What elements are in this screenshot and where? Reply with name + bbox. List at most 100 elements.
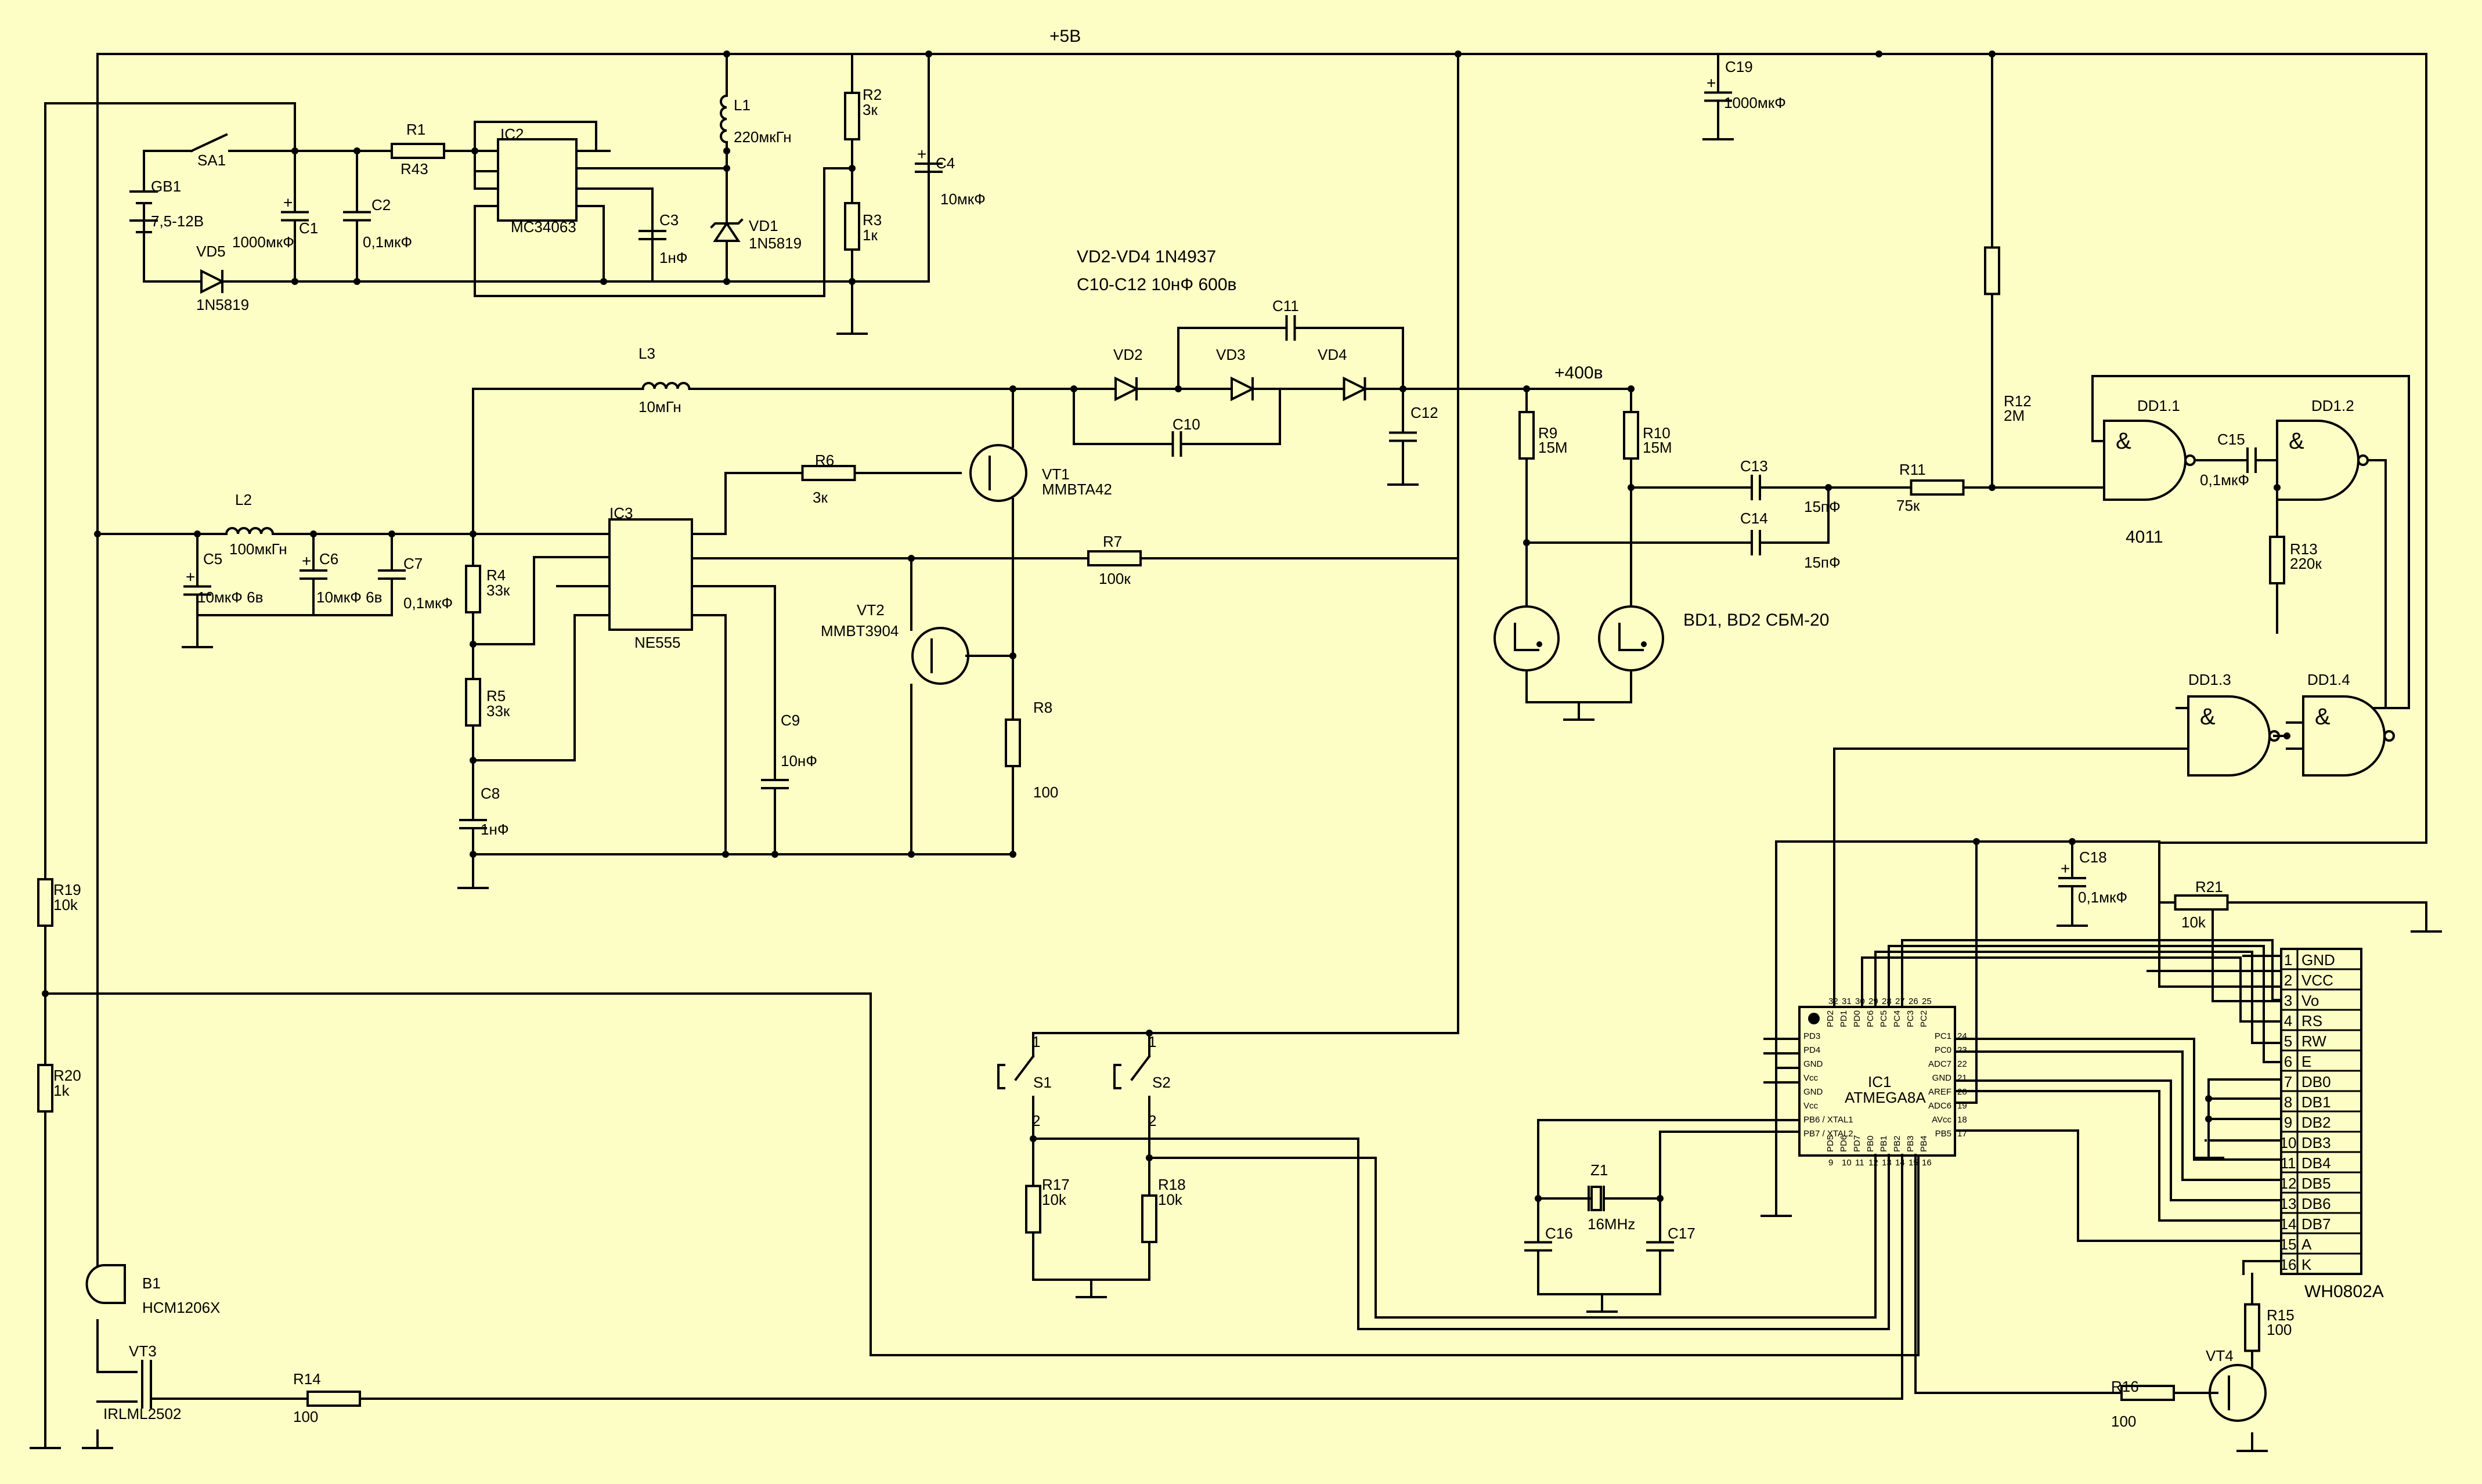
rail-label-5v: +5В xyxy=(1049,27,1081,46)
C6-value: 10мкФ 6в xyxy=(316,588,382,606)
IC2-part: MC34063 xyxy=(511,218,576,236)
counters-note: BD1, BD2 СБМ-20 xyxy=(1683,611,1829,630)
ground-symbol xyxy=(2057,907,2088,927)
lcd-pin-signal: DB0 xyxy=(2301,1073,2331,1091)
diodes-note: VD2-VD4 1N4937 xyxy=(1077,247,1216,266)
R14-value: 100 xyxy=(293,1408,318,1425)
wire xyxy=(472,388,611,535)
R10-resistor xyxy=(1623,388,1639,483)
IC1-label: IC1 xyxy=(1868,1073,1891,1091)
junction-dot xyxy=(1825,484,1832,491)
polarity-plus: + xyxy=(2061,860,2070,878)
C10-label: C10 xyxy=(1173,416,1200,433)
DD1.1-label: DD1.1 xyxy=(2137,397,2180,414)
lcd-pin-signal: DB7 xyxy=(2301,1215,2331,1233)
lcd-pin-number: 12 xyxy=(2280,1175,2297,1192)
wire xyxy=(1861,956,2282,1023)
mcu-pin-num: 12 xyxy=(1868,1158,1878,1168)
R7-label: R7 xyxy=(1103,533,1122,550)
wire xyxy=(1954,1079,2282,1201)
R15-label: R15 xyxy=(2267,1306,2295,1324)
DD1.3-label: DD1.3 xyxy=(2188,671,2231,688)
C11-capacitor xyxy=(1177,315,1404,341)
VD2-diode xyxy=(1073,376,1179,402)
C8-capacitor xyxy=(459,759,487,889)
R3-value: 1к xyxy=(863,226,878,244)
junction-dot xyxy=(723,165,730,172)
wire xyxy=(1954,1050,2282,1181)
R8-label: R8 xyxy=(1033,699,1052,716)
junction-dot xyxy=(353,278,360,285)
junction-dot xyxy=(1657,1195,1664,1202)
wire xyxy=(376,1154,1903,1400)
lcd-pin-number: 11 xyxy=(2281,1154,2296,1172)
R20-value: 1k xyxy=(53,1082,70,1099)
C18-capacitor: + xyxy=(2058,840,2086,924)
ground-symbol xyxy=(1586,1293,1618,1313)
wire xyxy=(2091,375,2410,709)
C14-capacitor xyxy=(1723,530,1789,555)
C14-label: C14 xyxy=(1740,510,1768,527)
C13-value: 15пФ xyxy=(1804,498,1841,515)
wire xyxy=(1901,939,2282,1008)
R4-resistor xyxy=(465,533,481,645)
L1-label: L1 xyxy=(734,96,751,114)
mcu-pin-num: 29 xyxy=(1868,996,1878,1006)
polarity-plus: + xyxy=(186,568,195,586)
C4-value: 10мкФ xyxy=(940,190,986,208)
wire xyxy=(1954,1090,2282,1222)
DD1.2-label: DD1.2 xyxy=(2311,397,2354,414)
R6-resistor xyxy=(777,465,881,481)
R3-resistor xyxy=(844,185,860,268)
C13-label: C13 xyxy=(1740,457,1768,475)
R12-label: R12 xyxy=(2004,392,2032,410)
wire xyxy=(472,614,611,761)
wire xyxy=(575,205,605,283)
junction-dot xyxy=(722,851,729,858)
C15-label: C15 xyxy=(2217,431,2245,448)
mcu-pin-right: ADC6 xyxy=(1928,1101,1951,1111)
junction-dot xyxy=(1535,1195,1542,1202)
R9-resistor xyxy=(1518,388,1535,483)
R14-label: R14 xyxy=(293,1370,321,1388)
mcu-pin-num: 18 xyxy=(1957,1115,1967,1125)
lcd-pin-signal: DB6 xyxy=(2301,1195,2331,1212)
wire xyxy=(1954,1129,2282,1242)
S2-button xyxy=(1113,1032,1151,1121)
GB1-value: 7,5-12В xyxy=(151,212,204,230)
R10-label: R10 xyxy=(1643,424,1671,442)
C5-value: 10мкФ 6в xyxy=(197,588,263,606)
C15-value: 0,1мкФ xyxy=(2200,471,2249,489)
VD1-label: VD1 xyxy=(749,217,778,234)
lcd-pin-number: 15 xyxy=(2280,1236,2297,1253)
mcu-pin-top: PC5 xyxy=(1879,1010,1889,1027)
IC3-part: NE555 xyxy=(634,634,681,651)
mcu-pin-num: 16 xyxy=(1922,1158,1932,1168)
mcu-pin-bottom: PD7 xyxy=(1852,1135,1862,1152)
mcu-pin-right: PC1 xyxy=(1935,1031,1951,1041)
ground-symbol xyxy=(82,1429,113,1449)
VD5-value: 1N5819 xyxy=(196,296,249,313)
lcd-pin-number: 3 xyxy=(2284,992,2292,1009)
mcu-pin-left: PB6 / XTAL1 xyxy=(1803,1115,1853,1125)
mcu-pin-num: 9 xyxy=(1828,1158,1833,1168)
mcu-pin-bottom: PB3 xyxy=(1906,1136,1915,1152)
R4-label: R4 xyxy=(486,566,506,584)
mcu-pin-top: PC6 xyxy=(1866,1010,1875,1027)
lcd-pin-signal: DB3 xyxy=(2301,1134,2331,1151)
C18-label: C18 xyxy=(2079,848,2107,866)
C1-label: C1 xyxy=(299,219,318,237)
C10-capacitor xyxy=(1073,431,1281,457)
R14-resistor xyxy=(289,1391,378,1407)
VT4-label: VT4 xyxy=(2206,1347,2234,1364)
Z1-crystal xyxy=(1590,1186,1602,1211)
ground-symbol xyxy=(1702,121,1734,140)
wire xyxy=(472,556,611,645)
L3-value: 10мГн xyxy=(638,398,681,416)
lcd-pin-number: 9 xyxy=(2284,1114,2292,1131)
R16-resistor xyxy=(2077,1385,2218,1401)
mcu-pin-left: PB7 / XTAL2 xyxy=(1803,1129,1853,1139)
C4-capacitor: + xyxy=(915,53,943,283)
SA1-switch xyxy=(190,133,228,153)
L3-label: L3 xyxy=(638,345,655,362)
